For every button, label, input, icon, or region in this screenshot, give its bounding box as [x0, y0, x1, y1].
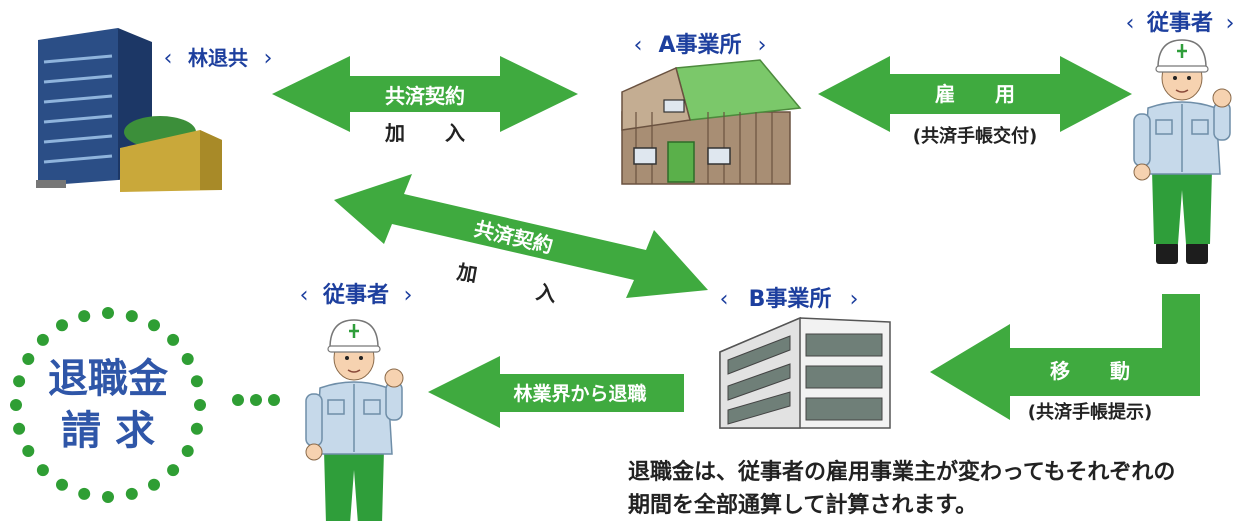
claim-ring-dot [102, 491, 114, 503]
claim-ring-dot [167, 333, 180, 346]
bracket-right-icon: › [1226, 11, 1235, 36]
bracket-right-icon: › [850, 287, 859, 312]
transfer-arrow-label: 移 動 [1050, 359, 1130, 383]
claim-ring-dot [181, 353, 194, 365]
contract-arrow-label: 共済契約 [385, 84, 465, 108]
bracket-right-icon: › [758, 33, 767, 58]
claim-ring-dot [13, 422, 26, 435]
claim-ring-dot [22, 353, 35, 365]
claim-ring-dot [125, 487, 138, 500]
claim-ring-dot [167, 464, 180, 477]
claim-trailing-dots [232, 394, 280, 406]
claim-ring-dot [22, 445, 35, 457]
employment-arrow-shape [818, 56, 1132, 132]
claim-dotted-circle [10, 307, 206, 503]
claim-ring-dot [190, 422, 203, 435]
office-b-label: B事業所 [749, 286, 832, 312]
rintaikyo-building-icon [36, 28, 222, 192]
claim-ring-dot [13, 375, 26, 388]
contract-diagonal-join-b: 入 [534, 280, 558, 307]
claim-ring-dot [10, 399, 22, 411]
claim-ring-dot [78, 310, 91, 323]
rintaikyo-label: 林退共 [188, 46, 248, 70]
claim-ring-dot [125, 310, 138, 323]
claim-ring-dot [36, 464, 49, 477]
claim-ring-dot [190, 375, 203, 388]
claim-label-line1: 退職金 [48, 356, 169, 402]
office-a-cabin-icon [621, 59, 802, 185]
employment-note-label: (共済手帳交付) [913, 125, 1037, 147]
claim-ring-dot [181, 445, 194, 457]
bracket-left-icon: ‹ [634, 33, 643, 58]
retire-arrow-shape [428, 356, 684, 428]
bracket-left-icon: ‹ [300, 283, 309, 308]
claim-ring-dot [148, 478, 160, 491]
claim-ring-dot [36, 333, 49, 346]
transfer-note-label: (共済手帳提示) [1028, 401, 1152, 423]
contract-diagonal-join-a: 加 [454, 259, 479, 286]
contract-diagonal-arrow-shape [334, 174, 708, 298]
worker-bottom-icon [304, 318, 405, 521]
contract-arrow-shape [272, 56, 578, 132]
note-line2: 期間を全部通算して計算されます。 [628, 492, 977, 518]
worker-top-label: 従事者 [1146, 10, 1213, 36]
claim-ring-dot [148, 319, 160, 332]
contract-join-label: 加 入 [384, 121, 465, 145]
employment-arrow-label: 雇 用 [935, 82, 1015, 106]
office-b-building-icon [719, 316, 891, 429]
worker-top-icon [1132, 38, 1233, 266]
transfer-arrow-shape [930, 294, 1200, 420]
worker-bottom-label: 従事者 [322, 282, 389, 308]
bracket-left-icon: ‹ [164, 46, 173, 71]
bracket-left-icon: ‹ [720, 287, 729, 312]
bracket-right-icon: › [404, 283, 413, 308]
claim-ring-dot [56, 319, 68, 332]
claim-ring-dot [78, 487, 91, 500]
office-a-label: A事業所 [658, 32, 741, 58]
note-line1: 退職金は、従事者の雇用事業主が変わってもそれぞれの [628, 459, 1175, 485]
claim-ring-dot [194, 399, 206, 411]
claim-label-line2: 請 求 [61, 408, 155, 454]
bracket-left-icon: ‹ [1126, 11, 1135, 36]
claim-ring-dot [102, 307, 114, 319]
bracket-right-icon: › [264, 46, 273, 71]
retire-arrow-label: 林業界から退職 [513, 382, 646, 405]
claim-ring-dot [56, 478, 68, 491]
